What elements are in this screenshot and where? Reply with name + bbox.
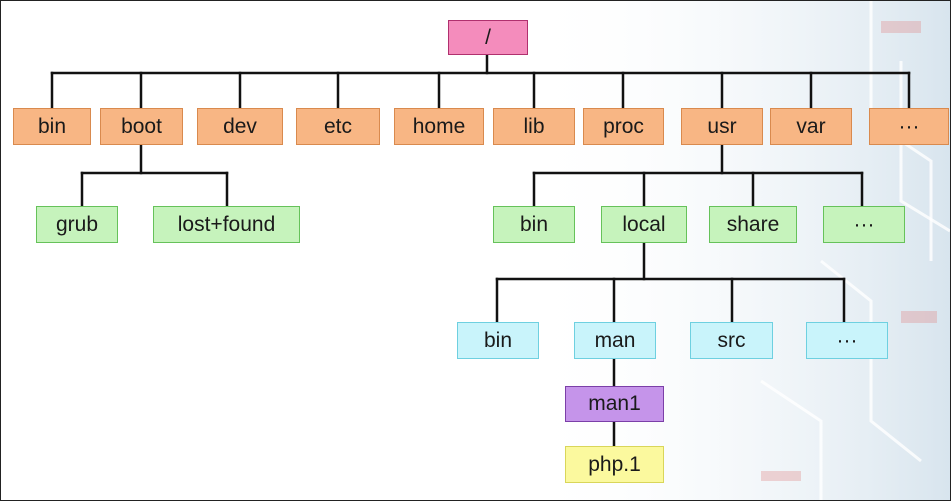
node-share: share: [709, 206, 797, 243]
node-usr-bin: bin: [493, 206, 575, 243]
node-grub: grub: [36, 206, 118, 243]
node-etc: etc: [296, 108, 380, 145]
node-local-bin: bin: [457, 322, 539, 359]
node-root: /: [448, 20, 528, 55]
node-home: home: [394, 108, 484, 145]
node-lib: lib: [493, 108, 575, 145]
node-bin: bin: [13, 108, 91, 145]
node-man: man: [574, 322, 656, 359]
node-man1: man1: [565, 386, 664, 422]
node-dev: dev: [197, 108, 283, 145]
node-usr-more: ···: [823, 206, 905, 243]
node-lost-found: lost+found: [153, 206, 300, 243]
node-boot: boot: [100, 108, 183, 145]
node-local: local: [601, 206, 687, 243]
node-var: var: [770, 108, 852, 145]
node-src: src: [690, 322, 773, 359]
node-usr: usr: [681, 108, 763, 145]
node-local-more: ···: [806, 322, 888, 359]
node-top-more: ···: [869, 108, 949, 145]
node-php1: php.1: [565, 446, 664, 483]
node-proc: proc: [583, 108, 664, 145]
